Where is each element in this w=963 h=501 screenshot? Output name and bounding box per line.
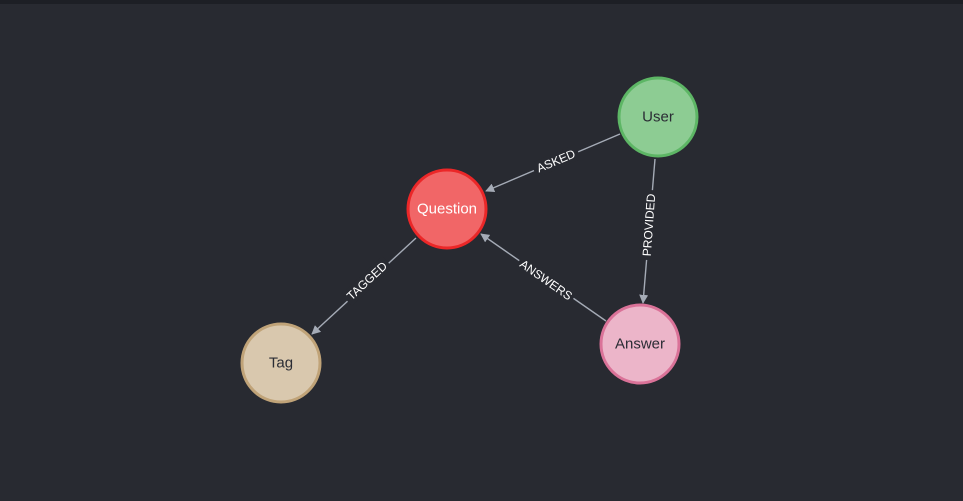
user-node-label: User xyxy=(642,109,674,126)
relationship-provided[interactable]: PROVIDED xyxy=(638,158,660,304)
user-node-circle xyxy=(617,76,699,158)
answers-label: ANSWERS xyxy=(517,257,575,303)
answer-node-label: Answer xyxy=(615,336,665,353)
tag-node-circle xyxy=(240,322,322,404)
graph-svg: ASKED PROVIDED ANSWERS TAGGED xyxy=(240,76,699,404)
provided-label: PROVIDED xyxy=(640,193,658,257)
tag-node-label: Tag xyxy=(269,355,293,372)
asked-label: ASKED xyxy=(535,146,578,175)
question-node-circle xyxy=(406,168,488,250)
node-tag[interactable]: Tag xyxy=(240,322,322,404)
relationship-tagged[interactable]: TAGGED xyxy=(311,237,417,335)
relationship-asked[interactable]: ASKED xyxy=(485,133,621,192)
tagged-label: TAGGED xyxy=(344,259,390,303)
node-answer[interactable]: Answer xyxy=(599,303,681,385)
answer-node-circle xyxy=(599,303,681,385)
node-question[interactable]: Question xyxy=(406,168,488,250)
relationship-answers[interactable]: ANSWERS xyxy=(480,233,607,322)
question-node-label: Question xyxy=(417,201,477,218)
node-user[interactable]: User xyxy=(617,76,699,158)
